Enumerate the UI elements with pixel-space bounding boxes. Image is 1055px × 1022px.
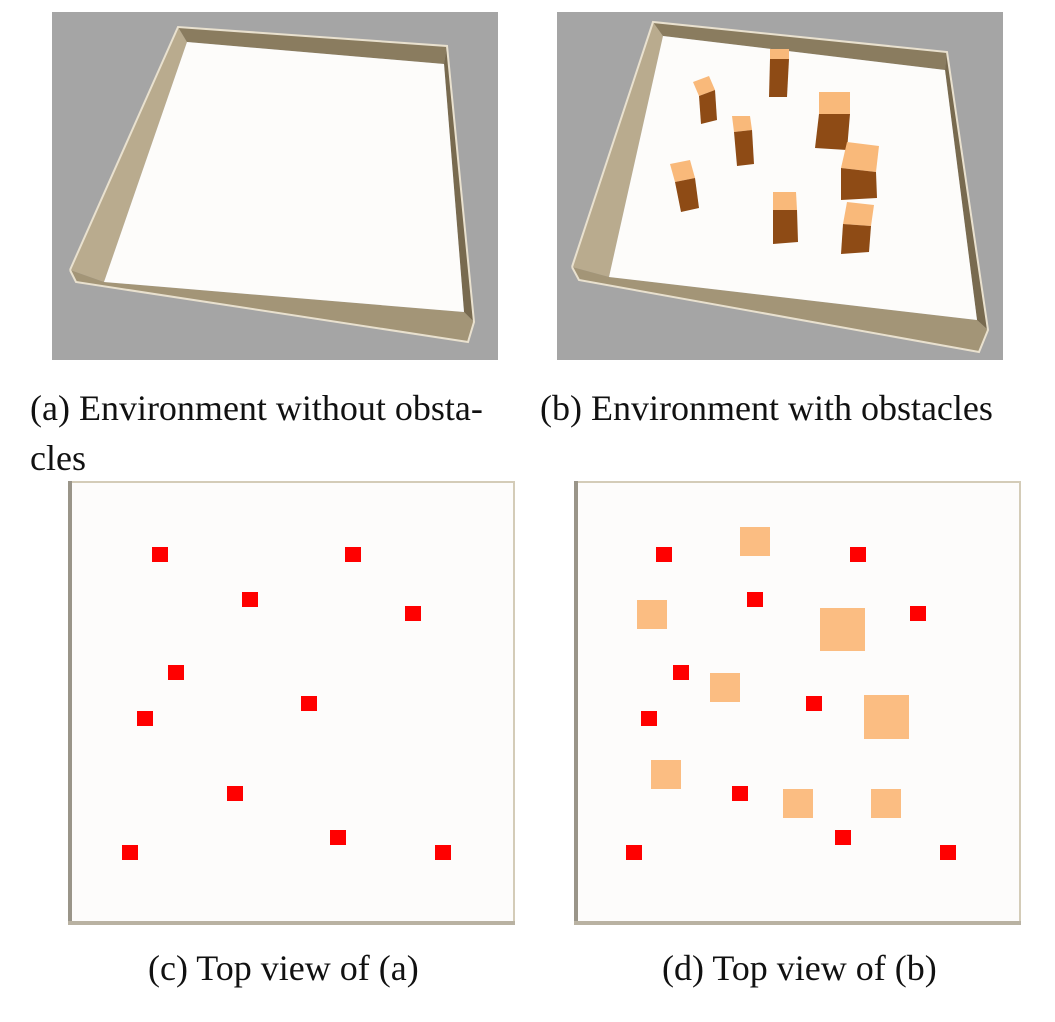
robot-marker (242, 592, 258, 607)
left-wall (572, 22, 663, 277)
obstacle (710, 673, 740, 702)
left-wall (70, 27, 187, 282)
robot-marker (168, 665, 184, 680)
caption-a-line2: cles (30, 438, 86, 478)
robot-marker (673, 665, 689, 680)
floor (609, 36, 977, 320)
caption-b: (b) Environment with obstacles (540, 388, 993, 428)
wall-rim (571, 20, 990, 354)
front-wall (572, 267, 988, 352)
caption-d: (d) Top view of (b) (662, 948, 937, 988)
top-view-without-obstacles (68, 481, 515, 925)
obstacle (841, 142, 879, 200)
obstacle (651, 760, 681, 789)
caption-a-line1: (a) Environment without obsta- (30, 388, 483, 428)
obstacle (783, 789, 813, 818)
obstacle (693, 76, 717, 124)
environment-3d-render-b (557, 12, 1003, 360)
environment-without-obstacles-view (52, 12, 498, 360)
obstacle (670, 160, 699, 212)
obstacle (732, 116, 754, 166)
robot-marker (806, 696, 822, 711)
floor (104, 42, 464, 312)
caption-c: (c) Top view of (a) (148, 948, 419, 988)
obstacle (637, 600, 667, 629)
robot-marker (345, 547, 361, 562)
obstacle (769, 49, 789, 97)
robot-marker (641, 711, 657, 726)
obstacle (871, 789, 901, 818)
robot-marker (656, 547, 672, 562)
environment-with-obstacles-view (557, 12, 1003, 360)
robot-marker (835, 830, 851, 845)
obstacle (820, 608, 865, 651)
back-wall (653, 22, 947, 70)
robot-marker (122, 845, 138, 860)
top-view-render-c (68, 481, 515, 925)
robot-marker (152, 547, 168, 562)
robot-marker (227, 786, 243, 801)
robot-marker (910, 606, 926, 621)
robot-marker (732, 786, 748, 801)
obstacle (841, 202, 874, 254)
robot-marker (940, 845, 956, 860)
robot-marker (301, 696, 317, 711)
robot-marker (330, 830, 346, 845)
robot-marker (626, 845, 642, 860)
back-wall (178, 27, 447, 64)
front-wall (70, 270, 474, 342)
robot-marker (747, 592, 763, 607)
obstacle (773, 192, 798, 244)
robot-marker (137, 711, 153, 726)
top-view-render-d (574, 481, 1021, 925)
obstacle (815, 92, 850, 150)
obstacle (740, 527, 770, 556)
top-view-with-obstacles (574, 481, 1021, 925)
robot-marker (435, 845, 451, 860)
obstacle (864, 695, 909, 739)
robot-marker (850, 547, 866, 562)
environment-3d-render-a (52, 12, 498, 360)
robot-marker (405, 606, 421, 621)
wall-rim (69, 25, 476, 344)
